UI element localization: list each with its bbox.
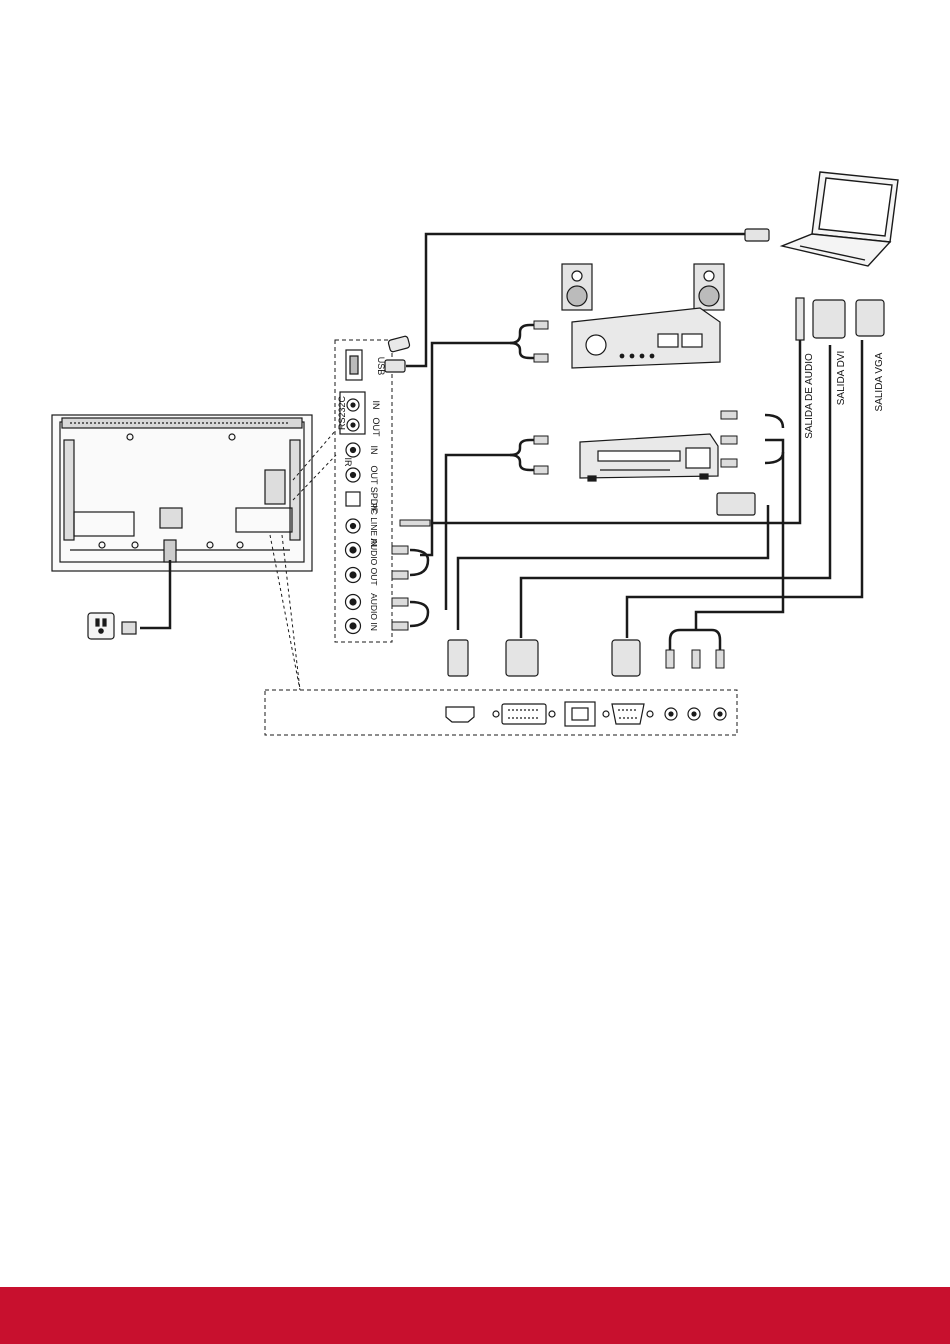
spdif-port bbox=[346, 492, 360, 506]
audio-out-ports bbox=[346, 543, 361, 583]
hdmi-port-icon bbox=[446, 707, 474, 722]
rs232c-label: RS232C bbox=[337, 395, 347, 430]
ir-in-label: IN bbox=[369, 446, 379, 455]
display-rear bbox=[52, 415, 312, 571]
laptop-icon bbox=[782, 172, 898, 266]
audio-in-ports bbox=[346, 595, 361, 634]
speaker-icon bbox=[562, 264, 724, 310]
salida-dvi-label: SALIDA DVI bbox=[836, 351, 847, 405]
rs232c-in-label: IN bbox=[371, 401, 381, 410]
rca-plugs bbox=[392, 321, 737, 668]
power-outlet-icon bbox=[88, 613, 136, 639]
rj45-port-icon bbox=[565, 702, 595, 726]
dvi-port-icon bbox=[493, 704, 555, 724]
ir-label: IR bbox=[343, 458, 353, 468]
salida-vga-label: SALIDA VGA bbox=[874, 352, 885, 411]
audio-in-label: AUDIO IN bbox=[369, 593, 379, 631]
rs232c-out-label: OUT bbox=[371, 418, 381, 438]
side-io-panel bbox=[335, 340, 392, 642]
audio-out-label: AUDIO OUT bbox=[369, 538, 379, 585]
salida-audio-label: SALIDA DE AUDIO bbox=[804, 353, 815, 439]
usb-port bbox=[346, 350, 362, 380]
vga-port-icon bbox=[603, 704, 653, 724]
dvd-player-icon bbox=[580, 434, 718, 481]
footer-bar bbox=[0, 1287, 950, 1344]
ir-out-label: OUT bbox=[369, 466, 379, 486]
amplifier-icon bbox=[572, 308, 720, 368]
rca-port-icon bbox=[665, 708, 726, 720]
pc-line-in-port bbox=[346, 519, 360, 533]
usb-stick-icon bbox=[388, 336, 410, 353]
